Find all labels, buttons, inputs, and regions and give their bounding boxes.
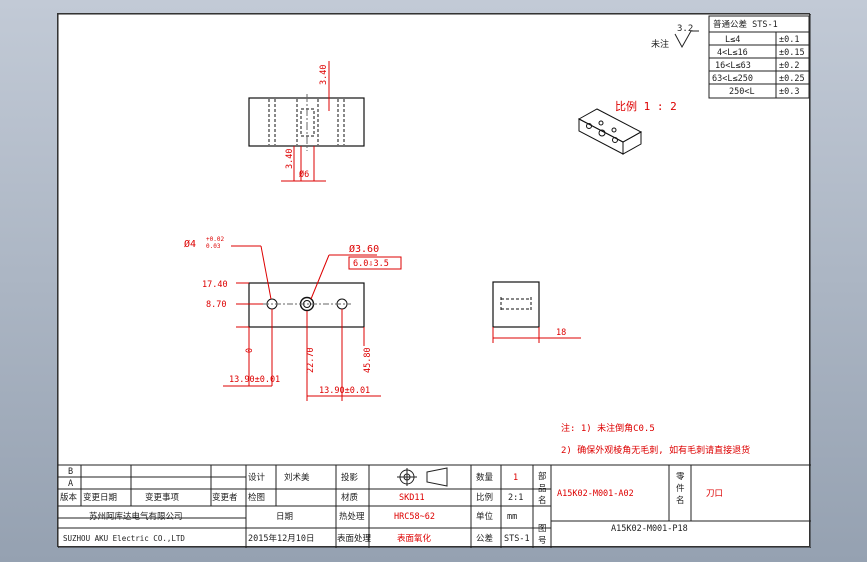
col-check: 检图 xyxy=(248,492,265,503)
tolerance-label: 公差 xyxy=(476,533,493,544)
material-label: 材质 xyxy=(341,492,359,503)
tol-value-4: ±0.25 xyxy=(779,74,805,84)
tol-range-4: 63<L≤250 xyxy=(712,74,753,84)
designer-name: 刘术美 xyxy=(284,472,310,483)
part-code: A15K02-M001-A02 xyxy=(557,489,634,499)
dim-22-70: 22.70 xyxy=(306,347,316,373)
tol-range-3: 16<L≤63 xyxy=(715,61,751,71)
surface-finish-note: 未注 xyxy=(651,38,669,50)
surface-label: 表面处理 xyxy=(337,533,372,544)
company-cn: 苏州阿库达电气有限公司 xyxy=(89,511,183,522)
component-name: 刀口 xyxy=(706,489,723,499)
tol-value-5: ±0.3 xyxy=(779,87,799,97)
side-view-dims: 18 xyxy=(492,327,581,343)
top-view-dims: 3.40 3.40 Ø6 xyxy=(281,61,330,182)
drawing-number: A15K02-M001-P18 xyxy=(611,524,688,534)
tolerance-value: STS-1 xyxy=(504,534,530,544)
rev-a: A xyxy=(68,479,73,489)
heat-label: 热处理 xyxy=(339,511,365,522)
title-block xyxy=(58,464,811,548)
drawing-canvas: 普通公差 STS-1 L≤4 ±0.1 4<L≤16 ±0.15 16<L≤63… xyxy=(58,14,811,548)
part-label-2: 品 xyxy=(538,484,547,494)
col-changer: 变更者 xyxy=(212,492,238,503)
front-view-dims: 17.40 8.70 0 13.90±0.01 13.90±0.01 22.70… xyxy=(184,236,402,401)
tol-value-1: ±0.1 xyxy=(779,35,799,45)
surface-finish-symbol: 3.2 未注 xyxy=(651,24,699,50)
tol-value-3: ±0.2 xyxy=(779,61,799,71)
part-label-1: 部 xyxy=(538,471,547,482)
qty-label: 数量 xyxy=(476,472,494,483)
tolerance-table: 普通公差 STS-1 L≤4 ±0.1 4<L≤16 ±0.15 16<L≤63… xyxy=(708,15,810,99)
dim-13-90-left: 13.90±0.01 xyxy=(229,375,280,385)
part-label-3: 名 xyxy=(538,495,547,506)
material-value: SKD11 xyxy=(399,493,425,503)
projection-label: 投影 xyxy=(341,472,359,483)
qty-value: 1 xyxy=(513,473,518,483)
depth-note: 6.0⇩3.5 xyxy=(353,259,389,269)
unit-label: 单位 xyxy=(476,511,494,522)
dim-13-90-right: 13.90±0.01 xyxy=(319,386,370,396)
scale-block-value: 2:1 xyxy=(508,493,523,503)
note-line-1: 注: 1) 未注倒角C0.5 xyxy=(561,422,655,434)
drawing-label-1: 图 xyxy=(538,524,547,534)
isometric-view xyxy=(577,108,643,155)
dim-0: 0 xyxy=(245,348,255,353)
company-en: SUZHOU AKU Electric CO.,LTD xyxy=(63,534,185,543)
dim-8-70: 8.70 xyxy=(206,300,226,310)
heat-value: HRC58~62 xyxy=(394,512,435,522)
component-label-1: 零 xyxy=(676,472,685,482)
dim-hole-dia4-lower: 0.03 xyxy=(206,243,221,250)
component-label-2: 件 xyxy=(676,483,685,494)
col-change-date: 变更日期 xyxy=(83,492,117,503)
projection-symbol-icon xyxy=(397,467,448,487)
dim-3-40-bottom: 3.40 xyxy=(285,149,295,169)
title-block-text: B A 版本 变更日期 变更事项 变更者 检图 设计 刘术美 投影 材质 SKD… xyxy=(60,467,723,546)
tol-range-5: 250<L xyxy=(729,87,755,97)
scale-label: 比例 1 : 2 xyxy=(615,99,677,113)
tolerance-header: 普通公差 STS-1 xyxy=(713,19,778,30)
component-label-3: 名 xyxy=(676,495,685,506)
scale-block-label: 比例 xyxy=(476,492,493,503)
drawing-sheet: 普通公差 STS-1 L≤4 ±0.1 4<L≤16 ±0.15 16<L≤63… xyxy=(57,13,811,548)
dim-dia6: Ø6 xyxy=(299,169,309,180)
dim-45-80: 45.80 xyxy=(363,347,373,373)
date-label: 日期 xyxy=(276,512,293,522)
side-view xyxy=(492,281,540,328)
dim-dia-3-60: Ø3.60 xyxy=(349,243,379,255)
dim-side-18: 18 xyxy=(556,328,566,338)
dim-17-40: 17.40 xyxy=(202,280,228,290)
dim-hole-dia4: Ø4 xyxy=(184,238,196,250)
note-line-2: 2) 确保外观棱角无毛刺, 如有毛刺请直接退货 xyxy=(561,444,750,456)
date-value: 2015年12月10日 xyxy=(248,533,314,544)
col-design: 设计 xyxy=(248,472,266,483)
tol-range-1: L≤4 xyxy=(725,35,740,45)
dim-3-40-top: 3.40 xyxy=(319,65,329,85)
rev-b: B xyxy=(68,467,73,477)
surface-finish-value: 3.2 xyxy=(677,24,693,34)
notes: 注: 1) 未注倒角C0.5 2) 确保外观棱角无毛刺, 如有毛刺请直接退货 xyxy=(561,422,750,456)
dim-hole-dia4-upper: +0.02 xyxy=(206,236,224,243)
drawing-label-2: 号 xyxy=(538,536,547,546)
col-change-item: 变更事项 xyxy=(145,492,180,503)
tol-value-2: ±0.15 xyxy=(779,48,805,58)
tol-range-2: 4<L≤16 xyxy=(717,48,748,58)
top-view xyxy=(248,94,365,151)
surface-value: 表面氧化 xyxy=(397,533,432,544)
col-version: 版本 xyxy=(60,492,78,503)
unit-value: mm xyxy=(507,512,517,522)
